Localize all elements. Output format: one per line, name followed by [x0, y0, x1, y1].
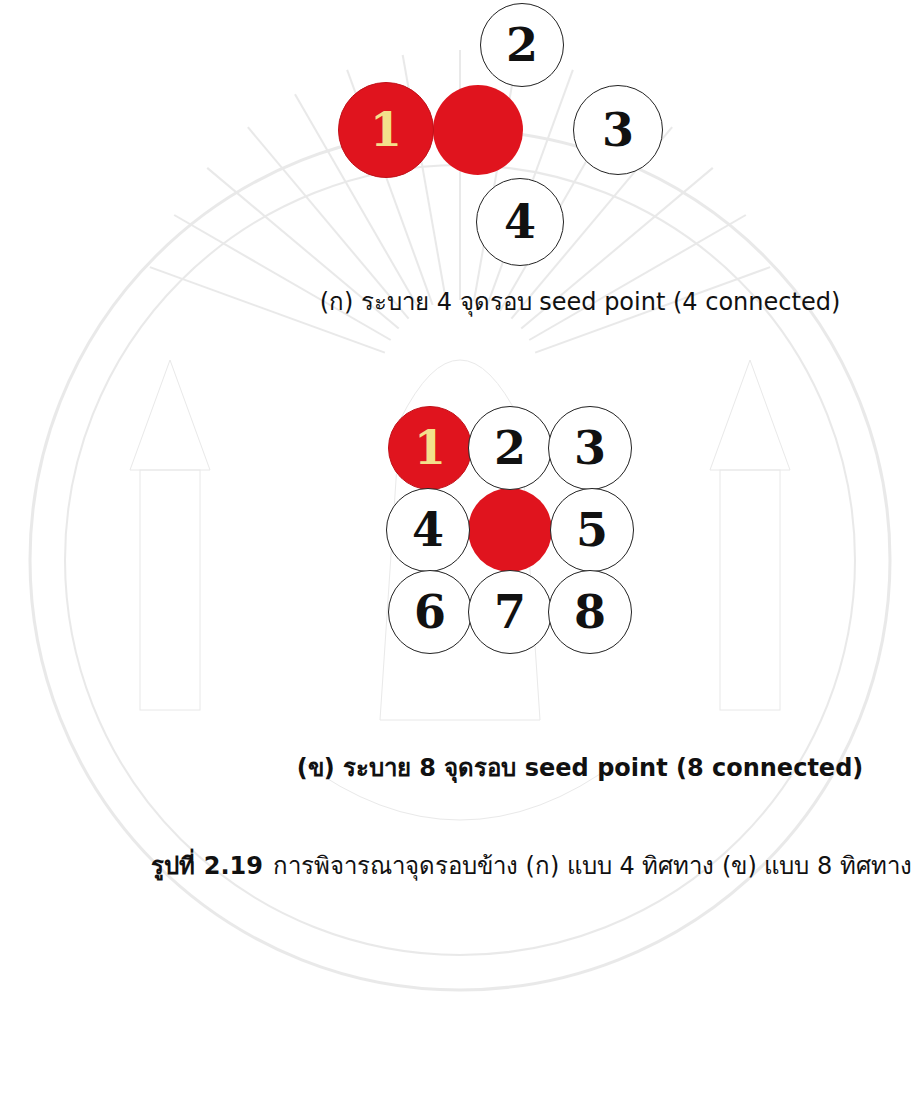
pixel-circle: 3 — [548, 406, 632, 490]
neighbor-number: 2 — [506, 22, 538, 68]
neighbor-number: 3 — [574, 425, 606, 471]
sub-caption: (ข) ระบาย 8 จุดรอบ seed point (8 connect… — [297, 748, 864, 787]
neighbor-number: 4 — [504, 199, 536, 245]
neighbor-number: 6 — [414, 589, 446, 635]
watermark-seal — [30, 50, 890, 990]
seed-point — [468, 488, 552, 572]
pixel-circle: 4 — [386, 488, 470, 572]
neighbor-number: 3 — [602, 107, 634, 153]
seed-point — [433, 85, 523, 175]
pixel-circle: 7 — [468, 570, 552, 654]
sub-caption: (ก) ระบาย 4 จุดรอบ seed point (4 connect… — [320, 282, 841, 321]
pixel-circle: 5 — [550, 488, 634, 572]
pixel-circle: 2 — [480, 3, 564, 87]
neighbor-number: 1 — [414, 425, 446, 471]
neighbor-number: 8 — [574, 589, 606, 635]
figure-caption: รูปที่ 2.19 — [151, 846, 263, 885]
pixel-circle: 4 — [476, 178, 564, 266]
pixel-circle: 1 — [388, 406, 472, 490]
figure-caption: การพิจารณาจุดรอบข้าง (ก) แบบ 4 ทิศทาง (ข… — [273, 846, 912, 885]
pixel-circle: 8 — [548, 570, 632, 654]
neighbor-number: 4 — [412, 507, 444, 553]
pixel-circle: 3 — [573, 85, 663, 175]
neighbor-number: 2 — [494, 425, 526, 471]
pixel-circle: 6 — [388, 570, 472, 654]
pixel-circle: 1 — [338, 82, 434, 178]
neighbor-number: 5 — [576, 507, 608, 553]
neighbor-number: 1 — [370, 107, 402, 153]
pixel-circle: 2 — [468, 406, 552, 490]
neighbor-number: 7 — [494, 589, 526, 635]
